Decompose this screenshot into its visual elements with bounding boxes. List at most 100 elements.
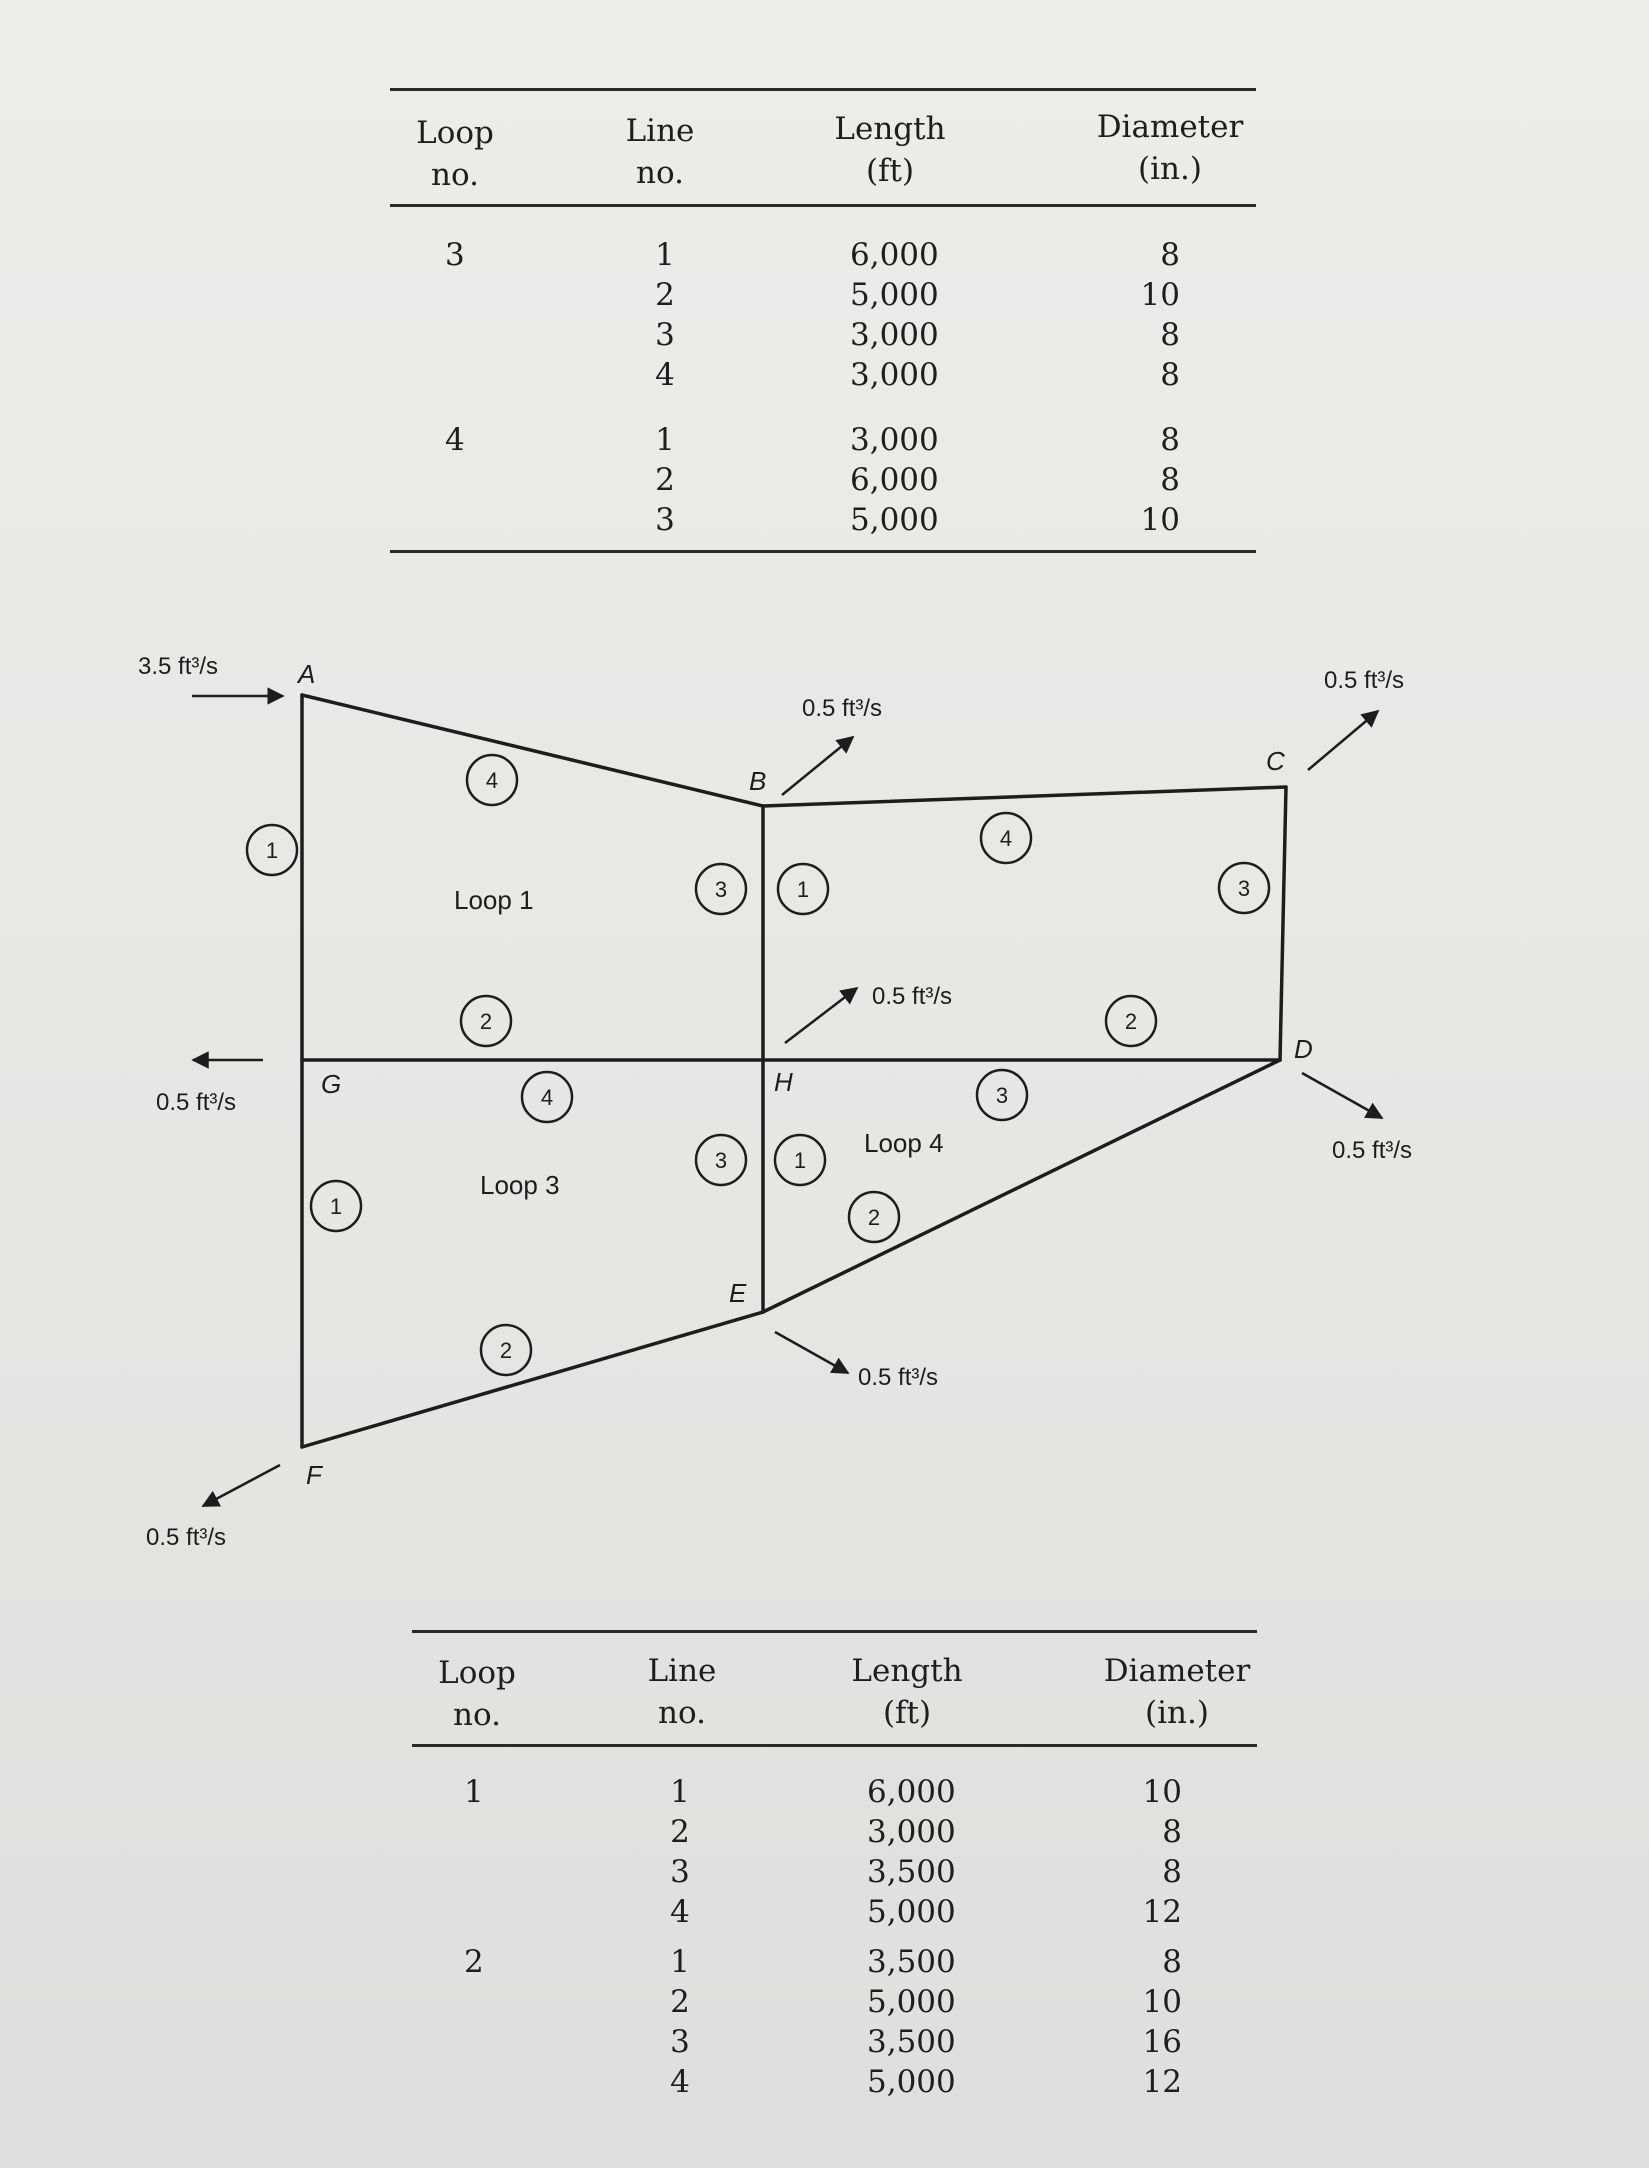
line-number: 3: [655, 502, 675, 538]
line-number: 2: [655, 462, 675, 498]
line-circle: 1: [245, 823, 299, 877]
diameter-column: 8 8 10: [1130, 420, 1180, 540]
line-circle: 3: [975, 1068, 1029, 1122]
header-length-line2: (ft): [865, 153, 915, 189]
length-column: 3,000 6,000 5,000: [850, 420, 970, 540]
line-circle: 2: [1104, 994, 1158, 1048]
header-loop-line2: no.: [431, 157, 479, 193]
pipe-F-E: [300, 1310, 765, 1449]
length-value: 5,000: [867, 1894, 956, 1930]
svg-text:4: 4: [541, 1085, 553, 1110]
line-circle: 3: [694, 862, 748, 916]
svg-text:3: 3: [1238, 876, 1250, 901]
diameter-value: 10: [1140, 502, 1180, 538]
line-number: 4: [670, 1894, 690, 1930]
line-number: 1: [655, 237, 675, 273]
svg-text:1: 1: [266, 838, 278, 863]
line-circle: 3: [694, 1133, 748, 1187]
pipe-C-D: [1278, 785, 1288, 1062]
line-number: 1: [670, 1774, 690, 1810]
length-column: 3,500 5,000 3,500 5,000: [867, 1942, 987, 2102]
header-diameter-line2: (in.): [1138, 151, 1202, 187]
header-diameter-line1: Diameter: [1103, 1653, 1251, 1689]
line-number: 4: [655, 357, 675, 393]
length-value: 3,000: [850, 317, 939, 353]
diameter-value: 10: [1140, 277, 1180, 313]
svg-text:2: 2: [500, 1338, 512, 1363]
length-column: 6,000 3,000 3,500 5,000: [867, 1772, 987, 1932]
diameter-value: 8: [1160, 422, 1180, 458]
length-value: 6,000: [867, 1774, 956, 1810]
line-number-column: 1 2 3: [650, 420, 680, 540]
line-number: 3: [670, 2024, 690, 2060]
pipes: [300, 693, 1288, 1449]
diameter-value: 10: [1142, 1984, 1182, 2020]
flow-labels: 3.5 ft³/s 0.5 ft³/s 0.5 ft³/s 0.5 ft³/s …: [138, 653, 1412, 1551]
loop-number: 1: [464, 1774, 484, 1810]
diameter-value: 12: [1142, 2064, 1182, 2100]
diameter-value: 8: [1160, 462, 1180, 498]
header-diameter: Diameter (in.): [1087, 1650, 1267, 1734]
top-rule: [390, 88, 1256, 91]
flow-arrows: [191, 687, 1384, 1508]
line-number: 3: [655, 317, 675, 353]
loop-4-label: Loop 4: [864, 1128, 944, 1158]
header-line: Line no.: [605, 110, 715, 194]
header-length-line1: Length: [834, 111, 946, 147]
svg-text:2: 2: [480, 1009, 492, 1034]
header-rule: [412, 1744, 1257, 1747]
node-F: F: [306, 1460, 324, 1490]
outflow-arrow-E: [774, 1330, 850, 1375]
bottom-rule: [390, 550, 1256, 553]
flow-label-F: 0.5 ft³/s: [146, 1524, 226, 1551]
diameter-value: 12: [1142, 1894, 1182, 1930]
node-D: D: [1294, 1034, 1313, 1064]
header-length-line2: (ft): [882, 1695, 932, 1731]
node-labels: A B C D G H E F: [296, 659, 1313, 1490]
line-circle: 1: [309, 1179, 363, 1233]
loop-3-label: Loop 3: [480, 1170, 560, 1200]
line-circle: 4: [979, 811, 1033, 865]
svg-text:2: 2: [1125, 1009, 1137, 1034]
line-circle: 2: [847, 1190, 901, 1244]
pipe-E-D: [761, 1058, 1282, 1314]
line-number-circles: 1 4 3 2 1 4 3 2 1 4 3 2 1 3 2: [245, 753, 1271, 1377]
diameter-value: 8: [1162, 1854, 1182, 1890]
node-A: A: [296, 659, 315, 689]
svg-text:4: 4: [486, 768, 498, 793]
length-column: 6,000 5,000 3,000 3,000: [850, 235, 970, 395]
line-circle: 2: [479, 1323, 533, 1377]
length-value: 3,000: [850, 357, 939, 393]
header-length: Length (ft): [837, 1650, 977, 1734]
diameter-value: 8: [1162, 1814, 1182, 1850]
diameter-column: 8 10 16 12: [1132, 1942, 1182, 2102]
node-G: G: [321, 1069, 341, 1099]
header-diameter: Diameter (in.): [1080, 106, 1260, 190]
length-value: 5,000: [867, 1984, 956, 2020]
line-number: 3: [670, 1854, 690, 1890]
pipe-B-C: [761, 785, 1288, 808]
length-value: 5,000: [850, 502, 939, 538]
line-circle: 2: [459, 994, 513, 1048]
header-loop-line1: Loop: [438, 1655, 516, 1691]
svg-text:1: 1: [330, 1194, 342, 1219]
header-line-line1: Line: [647, 1653, 717, 1689]
line-number-column: 1 2 3 4: [665, 1772, 695, 1932]
header-length-line1: Length: [851, 1653, 963, 1689]
line-number: 2: [670, 1814, 690, 1850]
bottom-table: Loop no. Line no. Length (ft) Diameter (…: [412, 1622, 1257, 2102]
line-number: 2: [655, 277, 675, 313]
outflow-arrow-C: [1307, 709, 1380, 771]
header-loop-line2: no.: [453, 1697, 501, 1733]
diameter-value: 8: [1162, 1944, 1182, 1980]
line-number-column: 1 2 3 4: [650, 235, 680, 395]
header-line-line1: Line: [625, 113, 695, 149]
svg-text:3: 3: [715, 1148, 727, 1173]
length-value: 3,000: [867, 1814, 956, 1850]
node-H: H: [774, 1067, 793, 1097]
length-value: 5,000: [867, 2064, 956, 2100]
header-loop-line1: Loop: [416, 115, 494, 151]
svg-text:3: 3: [715, 877, 727, 902]
flow-label-A: 3.5 ft³/s: [138, 653, 218, 680]
